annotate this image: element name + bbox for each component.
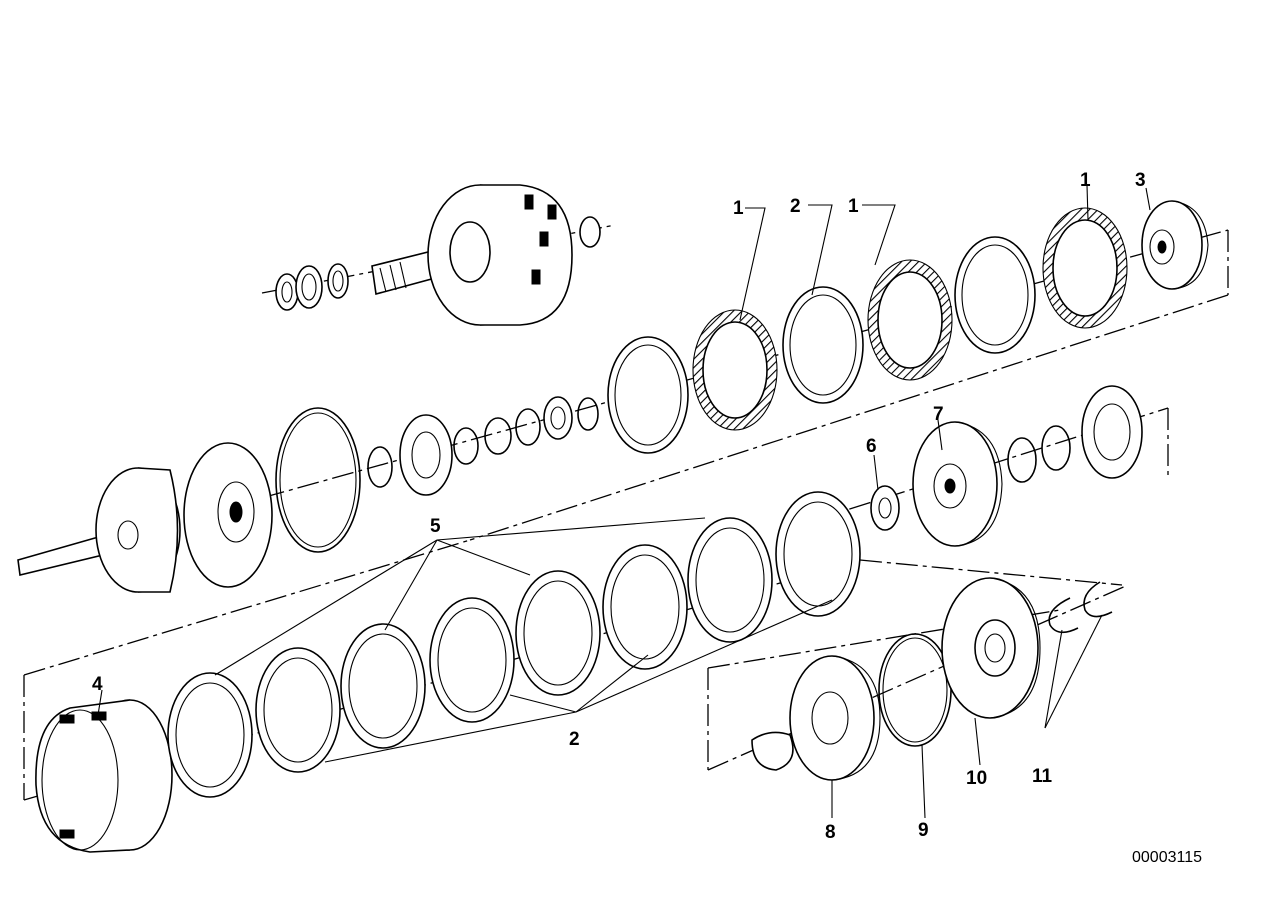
- callout-1a: 1: [733, 198, 744, 219]
- callout-8: 8: [825, 822, 836, 843]
- reference-number: 00003115: [1132, 849, 1202, 866]
- bottom-clutch-pack: [23, 491, 1123, 853]
- callout-leaders: [97, 184, 1151, 819]
- callout-6: 6: [866, 436, 877, 457]
- callout-5: 5: [430, 516, 441, 537]
- planetary-row: [814, 385, 1169, 547]
- callout-4: 4: [92, 674, 103, 695]
- callout-2b: 2: [569, 729, 580, 750]
- top-clutch-assembly: [261, 184, 616, 326]
- middle-plate-row: [17, 200, 1229, 593]
- callout-2a: 2: [790, 196, 801, 217]
- callout-7: 7: [933, 404, 944, 425]
- callout-9: 9: [918, 820, 929, 841]
- callout-1c: 1: [1080, 170, 1091, 191]
- callout-1b: 1: [848, 196, 859, 217]
- callout-3: 3: [1135, 170, 1146, 191]
- callout-10: 10: [966, 768, 987, 789]
- callout-11: 11: [1032, 766, 1053, 787]
- pump-assembly: [707, 577, 1129, 781]
